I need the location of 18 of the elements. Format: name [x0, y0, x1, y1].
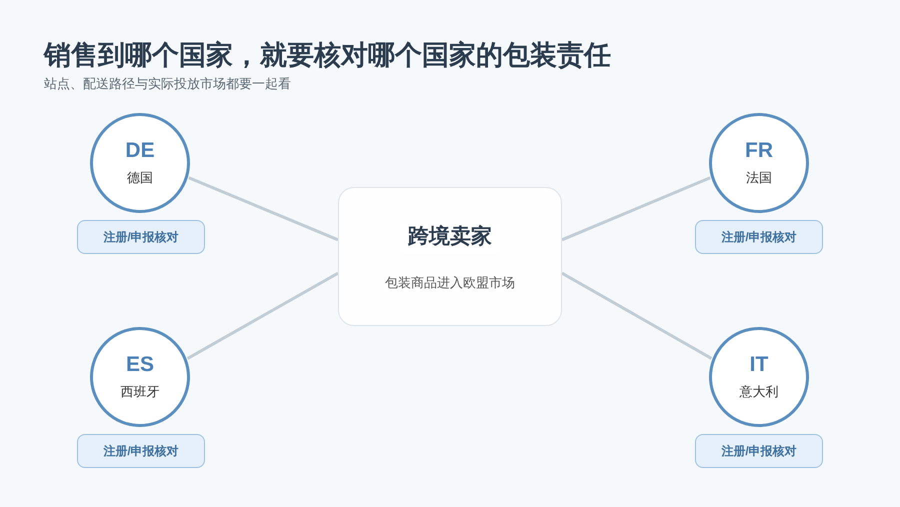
country-code: FR: [745, 138, 773, 164]
subtitle: 站点、配送路径与实际投放市场都要一起看: [44, 75, 291, 93]
title: 销售到哪个国家，就要核对哪个国家的包装责任: [44, 39, 611, 73]
connector-line: [186, 272, 339, 360]
country-name: 意大利: [740, 383, 778, 402]
connector-line: [561, 176, 711, 242]
status-badge: 注册/申报核对: [695, 434, 823, 468]
country-code: IT: [750, 352, 768, 378]
connector-line: [188, 176, 339, 242]
status-badge: 注册/申报核对: [695, 220, 823, 254]
country-name: 德国: [127, 169, 153, 188]
country-name: 西班牙: [120, 383, 160, 402]
country-name: 法国: [746, 169, 772, 188]
seller-card: [338, 187, 562, 326]
country-code: DE: [125, 138, 155, 164]
country-code: ES: [126, 352, 154, 378]
status-badge: 注册/申报核对: [77, 220, 205, 254]
status-badge: 注册/申报核对: [77, 434, 205, 468]
